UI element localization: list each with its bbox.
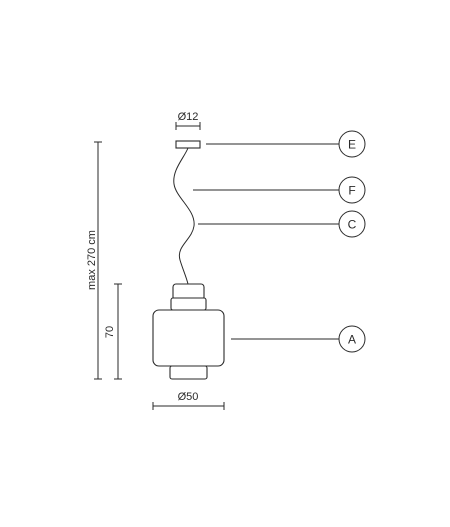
callout-e: E [206, 130, 366, 158]
callout-f: F [193, 176, 366, 204]
suspension-cable [173, 147, 195, 285]
callout-a-letter: A [348, 333, 356, 347]
shade-height-label: 70 [104, 326, 116, 338]
shade-diameter-label: Ø50 [178, 391, 199, 403]
canopy-diameter-label: Ø12 [178, 111, 199, 123]
shade-height-dimension: 70 [104, 283, 122, 380]
callout-a: A [231, 325, 366, 353]
lamp-body [152, 283, 225, 380]
callout-c-letter: C [348, 218, 357, 232]
canopy-diameter-dimension: Ø12 [175, 111, 201, 130]
canopy [175, 140, 201, 149]
max-height-label: max 270 cm [86, 230, 98, 290]
lamp-bottom-diffuser [169, 365, 208, 380]
callout-e-letter: E [348, 138, 356, 152]
shade-diameter-dimension: Ø50 [152, 391, 225, 410]
callout-c: C [198, 210, 366, 238]
callout-f-letter: F [348, 184, 355, 198]
lamp-top-collar [170, 297, 207, 311]
max-height-dimension: max 270 cm [86, 141, 102, 380]
lamp-shade [152, 309, 225, 367]
